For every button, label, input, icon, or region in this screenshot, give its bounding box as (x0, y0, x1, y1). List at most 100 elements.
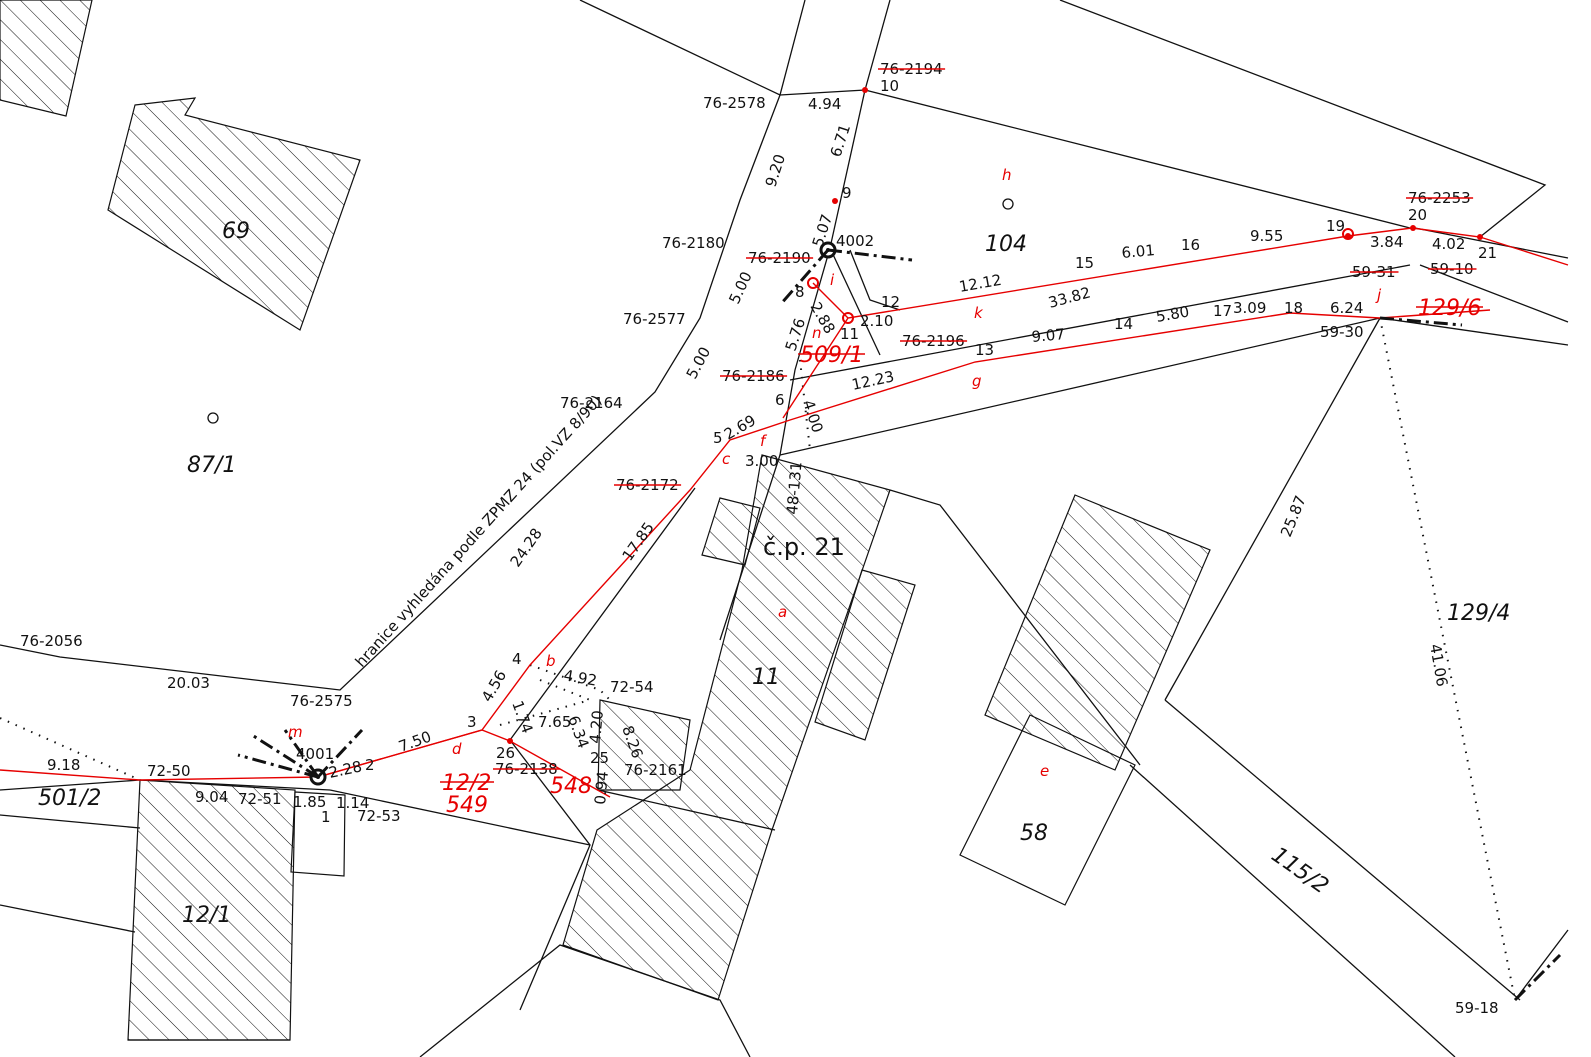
map-label: 8 (795, 283, 805, 301)
dotted-line (499, 699, 591, 726)
building-outline (959, 714, 1136, 906)
map-label: 17 (1213, 302, 1232, 320)
map-label: 76-2180 (662, 234, 725, 252)
map-label: 4.02 (1432, 235, 1465, 253)
map-label: 4001 (296, 745, 334, 763)
map-label: 20.03 (167, 674, 210, 692)
map-label: 9.18 (47, 756, 80, 774)
map-label: 15 (1075, 254, 1094, 272)
map-label: 10 (880, 77, 899, 95)
map-label: 76-2578 (703, 94, 766, 112)
map-label: 6.24 (1330, 299, 1363, 317)
map-label: 6 (775, 391, 785, 409)
map-label: 12/2 (442, 771, 491, 796)
proposed-line (1379, 309, 1491, 319)
map-label: 549 (446, 793, 488, 818)
boundary-line (1419, 264, 1569, 323)
boundary-line (1164, 699, 1521, 1001)
map-label: 12 (881, 293, 900, 311)
dash-dot-line (237, 753, 319, 779)
survey-point (1477, 234, 1483, 240)
boundary-line (1059, 0, 1547, 238)
map-label: 58 (1020, 821, 1048, 846)
building (814, 569, 916, 741)
map-label: 14 (1114, 315, 1133, 333)
map-label: 1.14 (336, 794, 369, 812)
dotted-line (539, 679, 591, 701)
change-letter-label: i (830, 271, 835, 289)
boundary-line (1164, 317, 1381, 701)
boundary-line (849, 249, 901, 311)
boundary-line (1514, 929, 1569, 1001)
map-label: 3.84 (1370, 233, 1403, 251)
map-label: 16 (1181, 236, 1200, 254)
map-label: 129/6 (1418, 296, 1481, 321)
survey-point (1345, 233, 1351, 239)
boundary-line (1129, 764, 1456, 1057)
map-label: 1 (321, 808, 331, 826)
change-letter-label: g (972, 372, 982, 390)
boundary-line (509, 487, 696, 1011)
boundary-line (0, 904, 136, 933)
map-label: 76-2575 (290, 692, 353, 710)
map-label: 26 (496, 744, 515, 762)
map-label: 48-131 (783, 461, 806, 516)
map-label: 12/1 (182, 903, 231, 928)
map-label: 5 (713, 429, 723, 447)
map-label: 7.50 (396, 727, 434, 755)
map-label: 72-54 (610, 678, 654, 696)
map-label: 18 (1284, 299, 1303, 317)
map-label: 19 (1326, 217, 1345, 235)
map-label: 9.20 (762, 152, 789, 189)
map-label: 2.10 (860, 312, 893, 330)
survey-point (832, 198, 838, 204)
boundary-line (829, 247, 881, 356)
dash-dot-line (316, 728, 364, 779)
survey-point (1410, 225, 1416, 231)
map-label: 0.94 (591, 771, 612, 806)
dash-dot-line (251, 733, 319, 779)
map-label: 41.06 (1426, 643, 1451, 688)
dash-dot-line (1513, 953, 1562, 1002)
building (597, 699, 691, 791)
map-label: 501/2 (38, 786, 101, 811)
map-label: 20 (1408, 206, 1427, 224)
change-letter-label: n (812, 324, 822, 342)
map-label: 5.00 (683, 344, 715, 382)
survey-points (207, 87, 1562, 1002)
map-label: 5.80 (1155, 302, 1191, 326)
change-letter-label: d (452, 740, 462, 758)
survey-point (862, 87, 868, 93)
dash-dot-line (827, 248, 913, 262)
dotted-line (1379, 317, 1516, 1001)
map-label: 4.92 (562, 666, 598, 690)
map-label: 13 (975, 341, 994, 359)
map-label: 17.85 (619, 519, 658, 565)
map-label: 87/1 (187, 453, 236, 478)
parcel-point-icon (1002, 198, 1014, 210)
change-letter-label: b (546, 652, 556, 670)
map-label: 4.20 (586, 710, 607, 745)
building (984, 494, 1211, 771)
map-label: 25.87 (1277, 493, 1310, 540)
map-label: 76-2161 (624, 761, 687, 779)
building (562, 454, 891, 1001)
map-label: 4.94 (808, 95, 841, 113)
map-label: 11 (752, 665, 780, 690)
proposed-line (782, 227, 1569, 419)
map-label: 33.82 (1046, 283, 1092, 312)
map-label: 12.12 (958, 271, 1003, 296)
parcel-point-icon (207, 412, 219, 424)
survey-point-marked (807, 277, 819, 289)
map-label: č.p. 21 (763, 533, 845, 561)
map-label: 25 (590, 749, 609, 767)
boundary-line (889, 489, 1141, 766)
dash-dot-line (283, 729, 320, 778)
map-label: 11 (840, 325, 859, 343)
boundary-line (789, 264, 1411, 381)
boundary-line (329, 789, 591, 846)
map-label: 104 (985, 232, 1027, 257)
proposed-line (812, 282, 849, 319)
change-letter-label: a (778, 603, 787, 621)
survey-point-marked (1342, 228, 1354, 240)
